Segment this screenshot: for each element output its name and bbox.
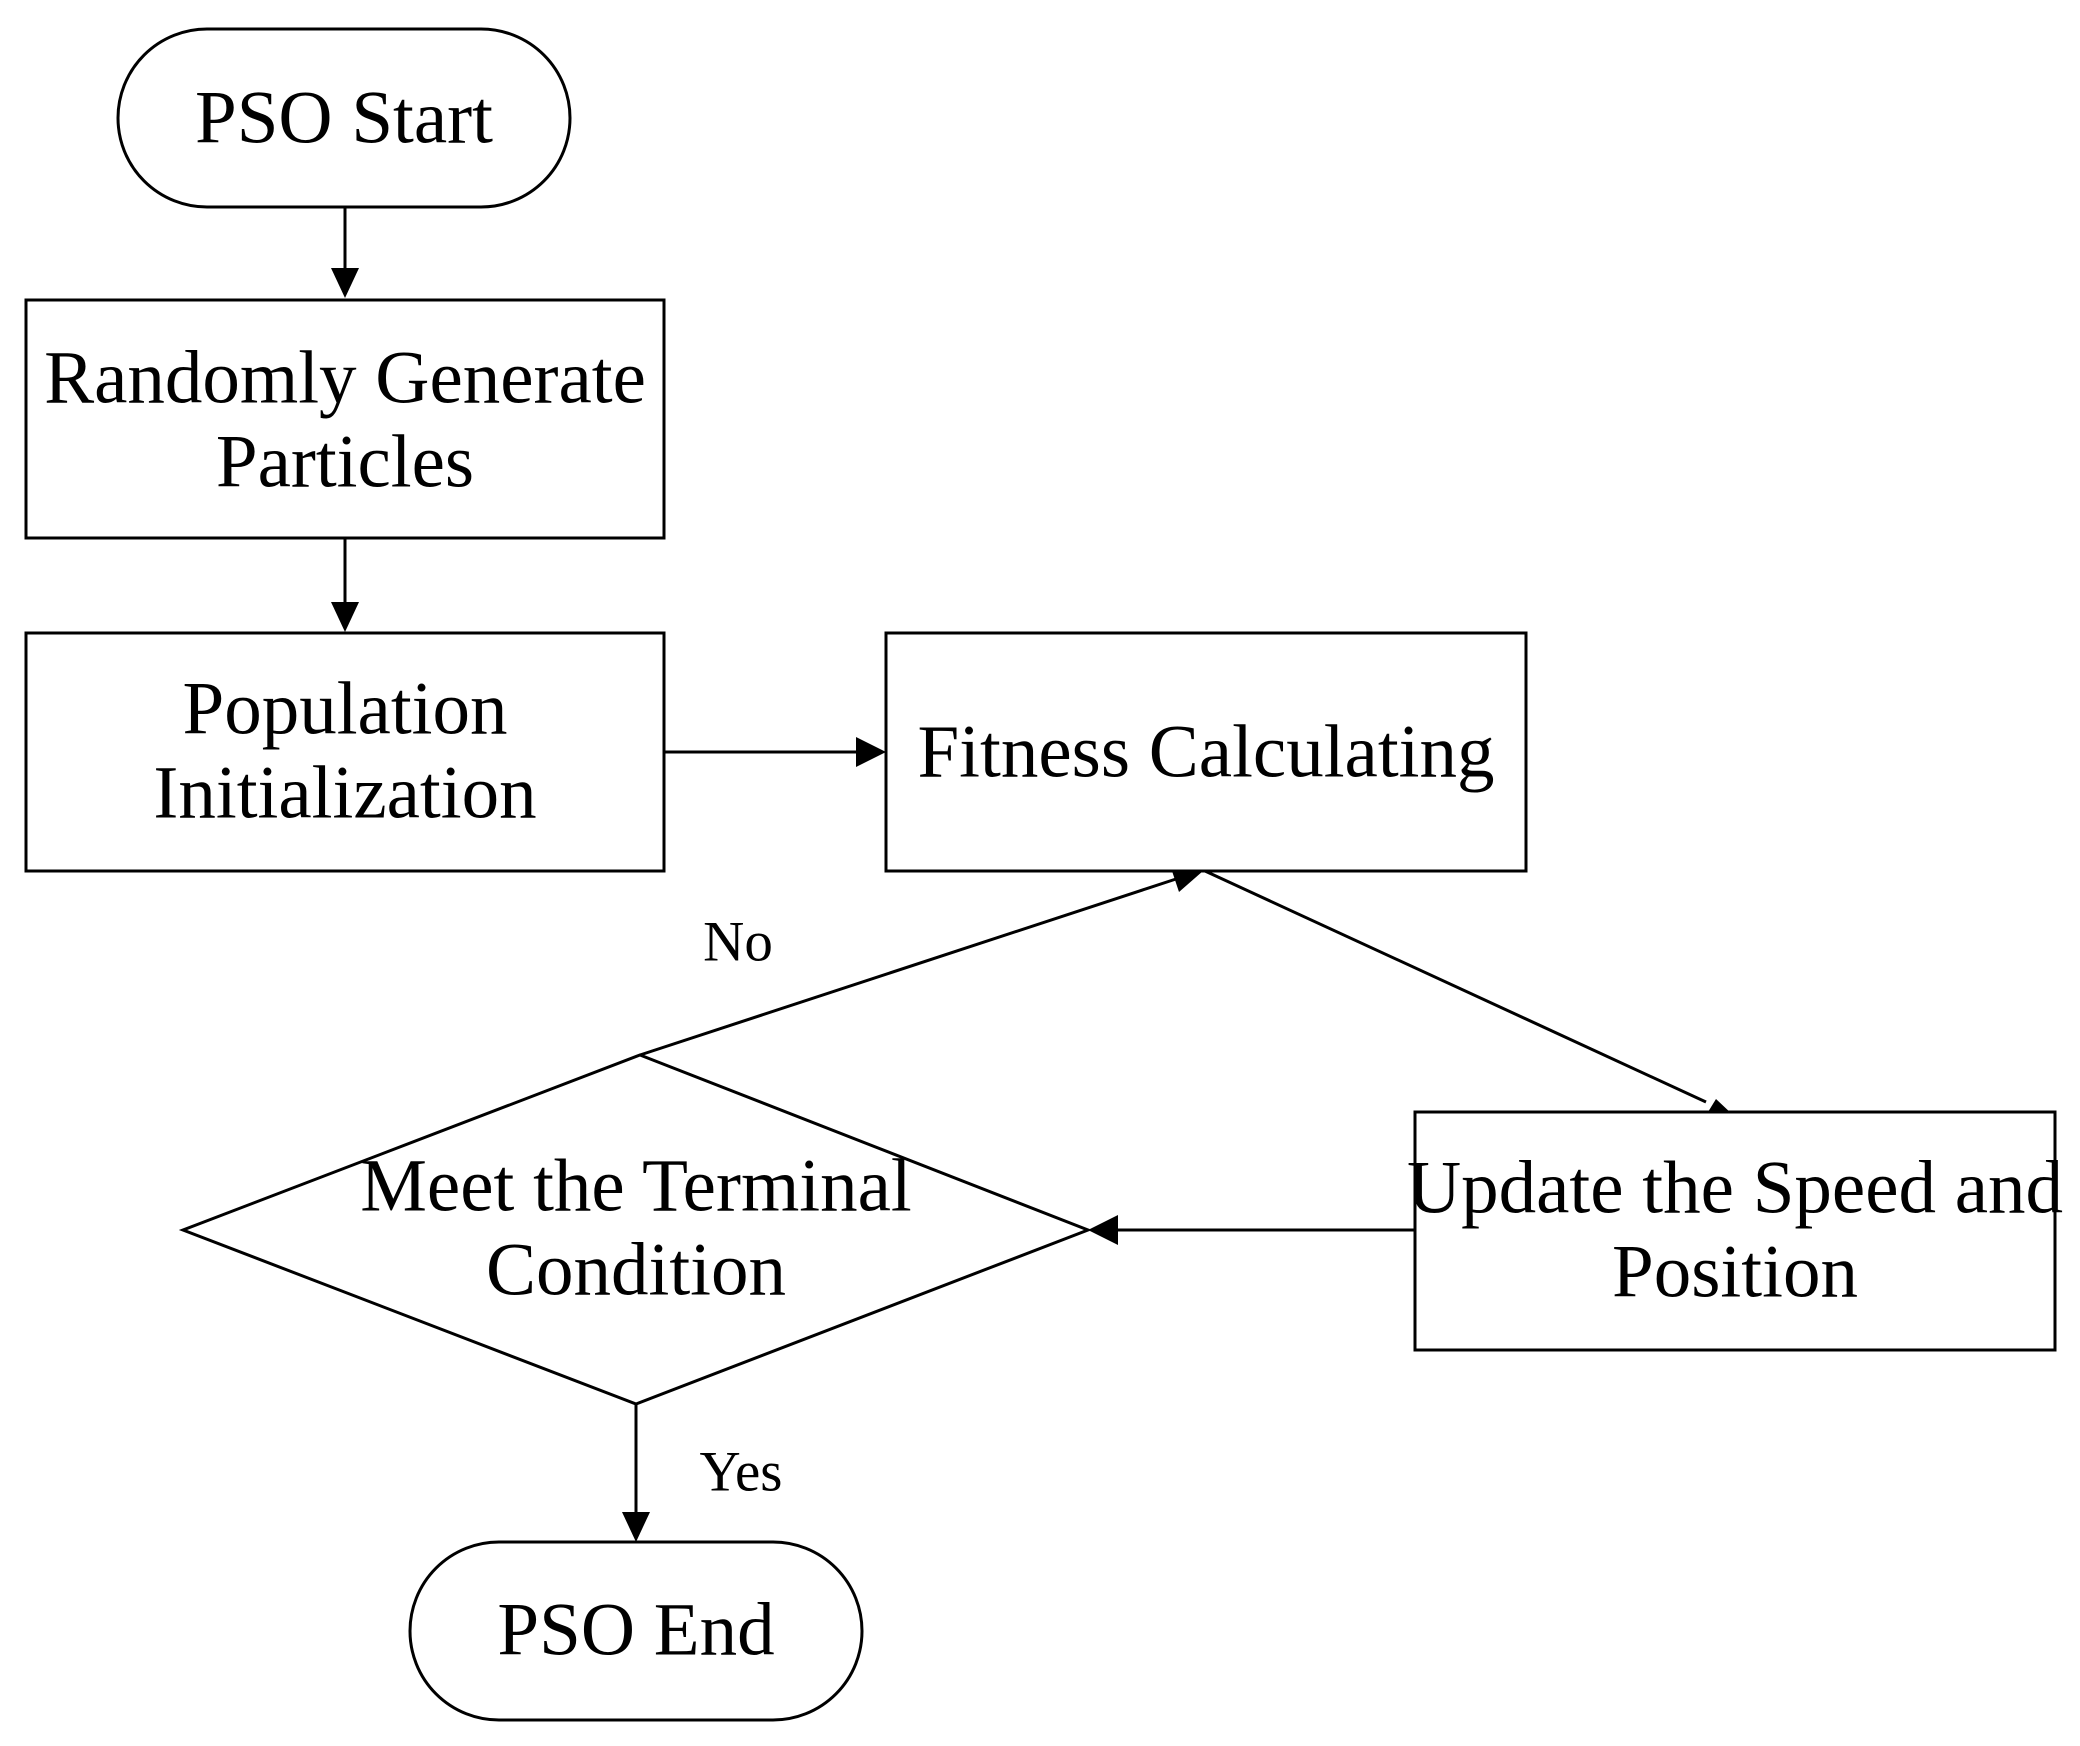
node-update-label-line-1: Update the Speed and [1407, 1147, 2063, 1230]
node-update-label-line-2: Position [1612, 1231, 1858, 1314]
edge-decision-to-fitness [639, 877, 1177, 1057]
node-init-label-line-1: Population [182, 668, 507, 751]
node-end-label: PSO End [497, 1589, 774, 1672]
node-generate-label-line-1: Randomly Generate [44, 337, 646, 420]
node-start-label: PSO Start [195, 77, 493, 160]
node-start: PSO Start [116, 27, 572, 209]
process-shape [1413, 1110, 2057, 1352]
node-init-label-line-2: Initialization [153, 752, 536, 835]
arrowhead-start-to-generate [331, 268, 359, 298]
node-generate: Randomly Generate Particles [24, 298, 666, 540]
process-shape [24, 631, 666, 873]
decision-shape [178, 1053, 1093, 1406]
arrowhead-update-to-decision [1088, 1215, 1118, 1245]
edge-label-yes: Yes [700, 1441, 783, 1504]
arrowhead-init-to-fitness [856, 737, 886, 767]
node-decision: Meet the Terminal Condition [178, 1053, 1093, 1406]
node-init: Population Initialization [24, 631, 666, 873]
node-update: Update the Speed and Position [1407, 1110, 2063, 1352]
node-decision-label-line-1: Meet the Terminal [360, 1145, 912, 1228]
node-decision-label-line-2: Condition [486, 1229, 786, 1312]
node-fitness-label: Fitness Calculating [917, 711, 1494, 794]
terminal-shape [116, 27, 572, 209]
node-generate-label-line-2: Particles [216, 421, 474, 504]
node-fitness: Fitness Calculating [884, 631, 1528, 873]
process-shape [24, 298, 666, 540]
edge-label-no: No [703, 911, 773, 974]
terminal-shape [408, 1540, 864, 1722]
arrowhead-generate-to-init [331, 602, 359, 632]
arrowhead-decision-to-end [622, 1512, 650, 1542]
node-end: PSO End [408, 1540, 864, 1722]
process-shape [884, 631, 1528, 873]
edge-fitness-to-update [1204, 869, 1707, 1104]
edges [331, 207, 1733, 1542]
